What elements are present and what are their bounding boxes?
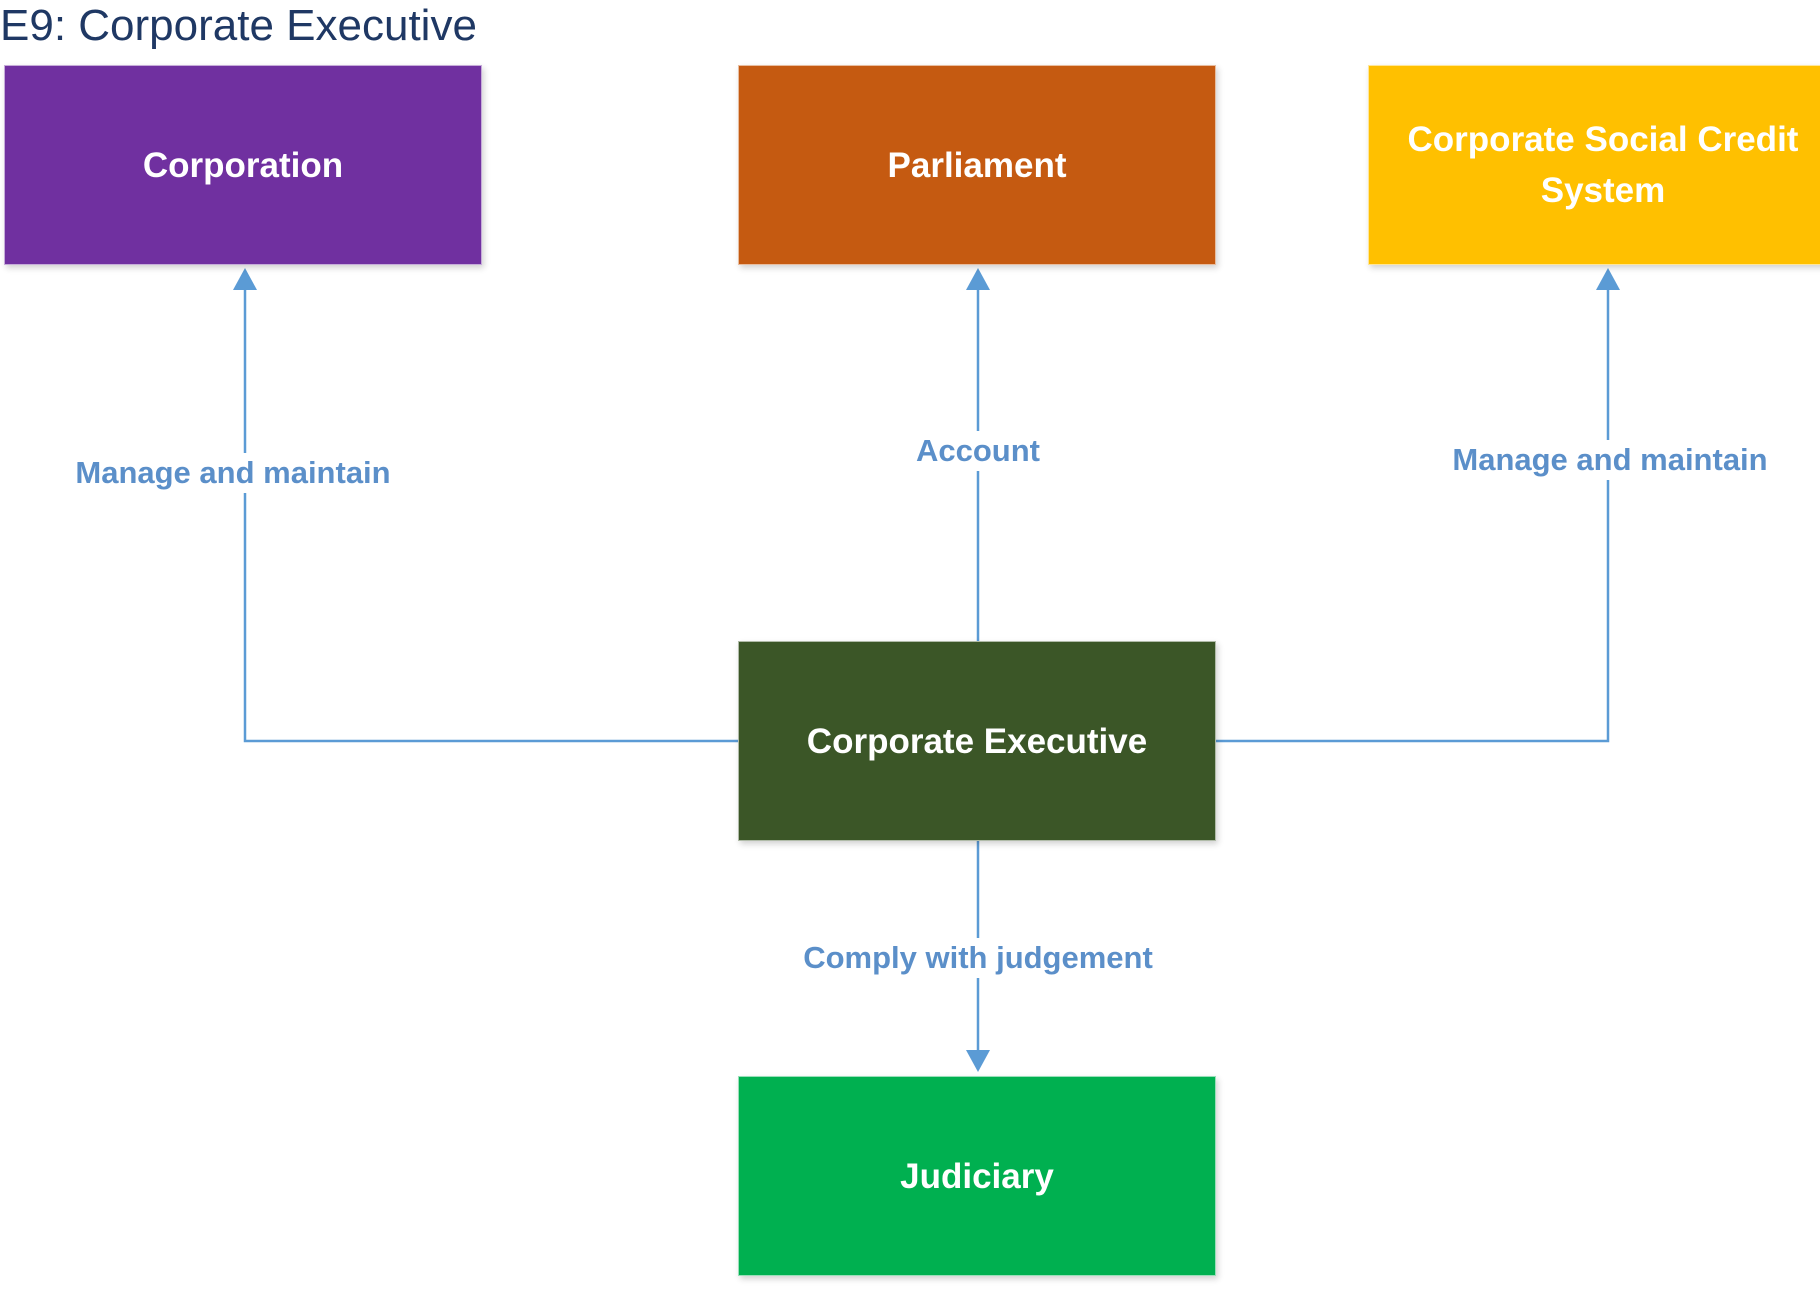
- edge-to-credit-system: [1216, 282, 1610, 743]
- node-executive-label: Corporate Executive: [806, 721, 1148, 761]
- node-corporate-executive: Corporate Executive: [738, 641, 1216, 841]
- arrowhead-parliament-icon: [966, 268, 990, 290]
- node-corporate-social-credit-system: Corporate Social Credit System: [1368, 65, 1820, 265]
- arrowhead-credit-system-icon: [1596, 268, 1620, 290]
- node-judiciary-label: Judiciary: [900, 1156, 1054, 1196]
- node-corporation-label: Corporation: [142, 145, 344, 185]
- node-parliament-label: Parliament: [887, 145, 1067, 185]
- page-title: E9: Corporate Executive: [0, 1, 477, 50]
- edge-label-to-parliament: Account: [912, 431, 1044, 471]
- edge-to-corporation: [243, 282, 738, 743]
- node-credit-system-label-line2: System: [1540, 171, 1666, 210]
- arrowhead-judiciary-icon: [966, 1050, 990, 1072]
- edge-label-to-credit-system: Manage and maintain: [1448, 440, 1772, 480]
- node-corporation: Corporation: [4, 65, 482, 265]
- arrowhead-corporation-icon: [233, 268, 257, 290]
- edge-label-to-corporation: Manage and maintain: [71, 453, 395, 493]
- edge-label-to-judiciary: Comply with judgement: [799, 938, 1157, 978]
- node-parliament: Parliament: [738, 65, 1216, 265]
- node-credit-system-label-line1: Corporate Social Credit: [1407, 120, 1799, 159]
- node-judiciary: Judiciary: [738, 1076, 1216, 1276]
